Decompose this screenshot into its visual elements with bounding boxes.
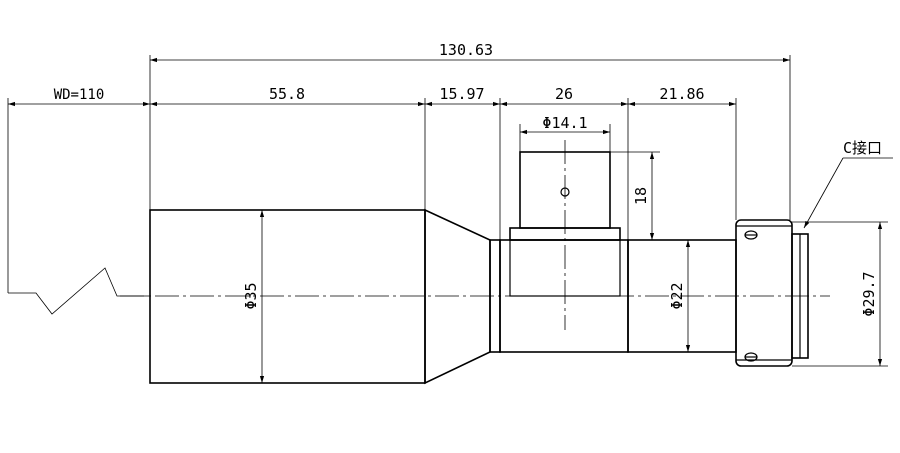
front-barrel — [149, 209, 426, 384]
working-distance-label: WD=110 — [54, 87, 105, 103]
rear-diameter-label: Φ22 — [668, 282, 686, 309]
taper-section — [424, 208, 491, 385]
mount-ring — [735, 219, 793, 367]
rear-section-label: 21.86 — [659, 85, 704, 103]
taper-length-label: 15.97 — [439, 85, 484, 103]
front-diameter-label: Φ35 — [242, 282, 260, 309]
port-height-label: 18 — [632, 187, 650, 205]
mount-diameter-label: Φ29.7 — [860, 271, 878, 316]
callout-leader — [803, 157, 844, 229]
front-length-label: 55.8 — [269, 85, 305, 103]
overall-length-label: 130.63 — [439, 41, 493, 59]
port-hole — [560, 187, 570, 197]
coax-section-label: 26 — [555, 85, 573, 103]
mount-callout-label: C接口 — [843, 139, 882, 157]
working-distance-object-line — [8, 267, 148, 315]
port-diameter-label: Φ14.1 — [542, 114, 587, 132]
